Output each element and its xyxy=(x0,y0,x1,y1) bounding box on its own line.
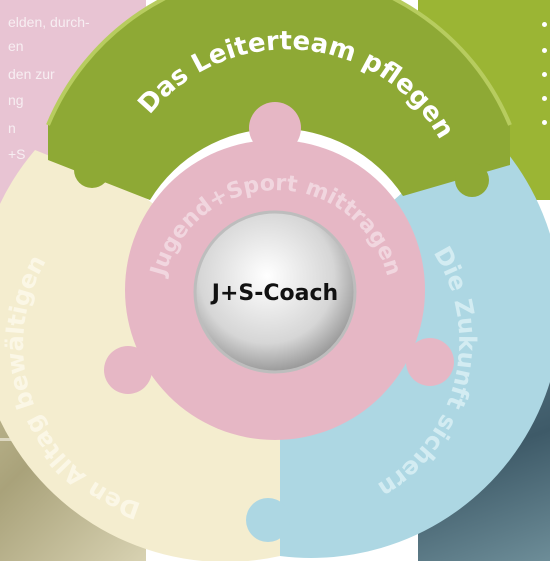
segment-top-highlight xyxy=(46,0,512,126)
puzzle-knob xyxy=(249,102,301,154)
bullet-icon xyxy=(542,72,547,77)
segment-top xyxy=(48,0,510,200)
puzzle-knob xyxy=(74,152,110,188)
puzzle-knob xyxy=(406,338,454,386)
bullet-icon xyxy=(542,22,547,27)
center-hub xyxy=(193,210,357,374)
bullet-icon xyxy=(542,96,547,101)
left-card-line: +S xyxy=(8,146,26,162)
bullet-icon xyxy=(542,48,547,53)
puzzle-knob xyxy=(246,498,290,542)
left-card-line: elden, durch- xyxy=(8,14,90,30)
center-label: J+S-Coach xyxy=(210,281,338,306)
left-card-line: en xyxy=(8,38,24,54)
puzzle-knob xyxy=(455,163,489,197)
left-card-line: den zur xyxy=(8,66,55,82)
left-card-line: n xyxy=(8,120,16,136)
bullet-icon xyxy=(542,120,547,125)
left-card-line: ng xyxy=(8,92,24,108)
puzzle-knob xyxy=(104,346,152,394)
